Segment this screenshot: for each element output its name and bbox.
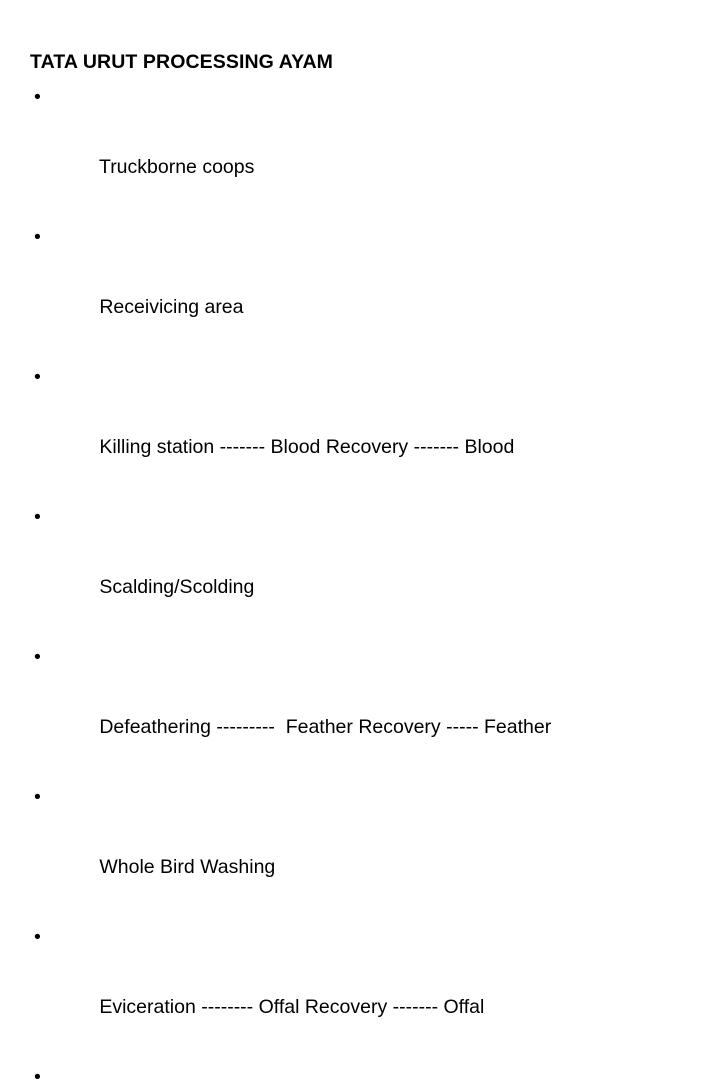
list-item-label: Receivicing area xyxy=(99,296,244,318)
list-item-label: Scalding/Scolding xyxy=(99,576,255,598)
slide-canvas: TATA URUT PROCESSING AYAM • Truckborne c… xyxy=(30,51,552,1080)
list-item-label: Truckborne coops xyxy=(99,156,255,178)
process-steps-list: • Truckborne coops • Receivicing area • … xyxy=(30,80,710,1080)
bullet-icon: • xyxy=(34,1066,41,1080)
list-item: • Final Washing ------– Carcas Cuting --… xyxy=(30,1060,710,1080)
list-item: • Receivicing area xyxy=(30,220,710,360)
list-item: • Eviceration -------- Offal Recovery --… xyxy=(30,920,710,1060)
list-item-label: Whole Bird Washing xyxy=(99,856,276,878)
list-item-label: Eviceration -------- Offal Recovery ----… xyxy=(99,996,485,1018)
list-item-label: Defeathering --------- Feather Recovery … xyxy=(99,716,552,738)
list-item: • Truckborne coops xyxy=(30,80,710,220)
bullet-icon: • xyxy=(34,506,41,528)
bullet-icon: • xyxy=(34,366,41,388)
bullet-icon: • xyxy=(34,86,41,108)
list-item: • Scalding/Scolding xyxy=(30,500,710,640)
bullet-icon: • xyxy=(34,226,41,248)
list-item-label: Killing station ------- Blood Recovery -… xyxy=(99,436,515,458)
bullet-icon: • xyxy=(34,926,41,948)
list-item: • Whole Bird Washing xyxy=(30,780,710,920)
list-item: • Killing station ------- Blood Recovery… xyxy=(30,360,710,500)
slide-content: TATA URUT PROCESSING AYAM • Truckborne c… xyxy=(30,45,710,1080)
page-title: TATA URUT PROCESSING AYAM xyxy=(30,51,333,73)
list-item: • Defeathering --------- Feather Recover… xyxy=(30,640,710,780)
bullet-icon: • xyxy=(34,786,41,808)
bullet-icon: • xyxy=(34,646,41,668)
